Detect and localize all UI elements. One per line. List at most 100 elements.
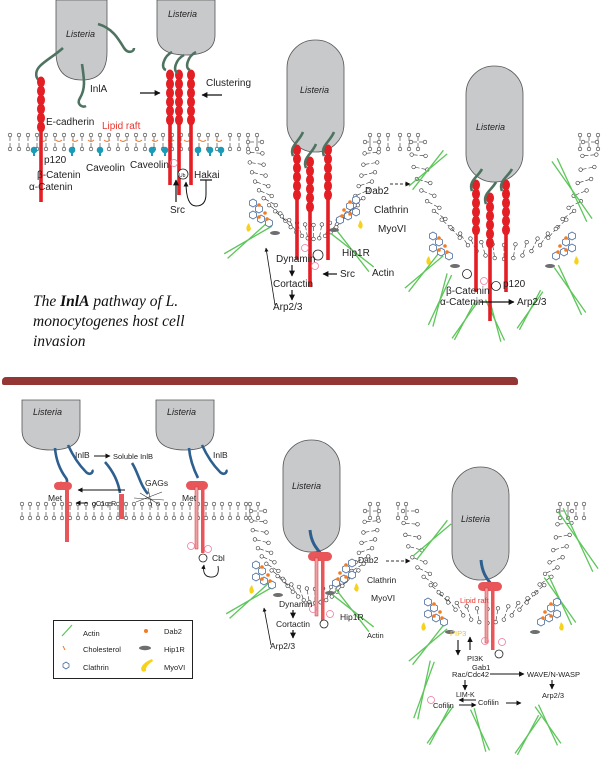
lipid-head [367,132,373,138]
lipid-tail [371,162,376,164]
e-cadherin-tail [504,230,508,292]
lipid-head [227,132,233,138]
lipid-head [578,167,583,172]
clathrin [249,198,257,208]
lipid-head [395,501,401,507]
lipid-tail [477,610,479,615]
lipid-head [79,146,85,152]
actin-filament [557,264,583,316]
e-cadherin-domain [306,192,314,204]
lipid-head [88,132,94,138]
phospho-cofilin-label: Cofilin [433,701,454,710]
e-cadherin-1 [37,76,45,202]
lipid-head [296,584,302,590]
lipid-head [369,546,375,551]
lipid-tail [369,172,374,174]
phospholipid [400,508,420,514]
clathrin [429,243,437,253]
lipid-tail [363,541,368,543]
lipid-tail [308,596,310,601]
lipid-head [594,139,600,145]
lipid-tail [524,243,527,248]
lipid-head [517,607,522,612]
phospho-marker [498,638,506,646]
phospholipid [356,179,375,189]
e-cadherin-tail [326,195,330,260]
phospholipid [67,501,73,521]
lipid-tail [270,206,275,210]
lipid-head [406,544,411,549]
dab2 [432,614,436,618]
lipid-tail [575,193,580,196]
lipid-tail [534,590,539,594]
lipid-head [16,146,22,152]
lipid-head [406,146,412,152]
e-cadherin-tail [39,127,43,202]
e-cadherin-domain [324,144,332,156]
lipid-head [243,501,249,507]
lipid-head [97,132,103,138]
lipid-raft-label: Lipid raft [460,596,490,605]
phospholipid [255,501,261,521]
e-cadherin-tail [308,207,312,287]
met-receptor-head [54,482,72,490]
e-cadherin-domain [175,105,183,117]
pi3k-label: PI3K [467,654,483,663]
phospholipid [408,139,428,145]
lipid-head [16,132,22,138]
lipid-tail [356,193,361,196]
gags-label: GAGs [145,478,168,488]
phospholipid [203,501,209,521]
phospholipid [259,554,277,565]
lipid-head [79,132,85,138]
e-cadherin-domain [324,162,332,174]
lipid-tail [319,232,321,237]
lipid-head [51,515,57,521]
lipid-head [369,179,375,184]
lipid-head [535,236,540,241]
ubiquitin-marker [462,269,472,279]
phospholipid [133,132,139,152]
inla-protein [499,168,514,192]
phospholipid [359,170,378,178]
phospholipid [19,501,25,521]
lipid-tail [415,167,420,169]
lipid-tail [301,594,304,599]
lipid-head [423,560,428,565]
lipid-head [245,139,251,145]
lipid-head [397,146,403,152]
lipid-head [123,501,129,507]
lipid-tail [286,222,290,226]
phospho-marker [301,244,309,252]
lipid-tail [443,597,448,602]
lipid-head [179,515,185,521]
arp23-arrow [264,247,276,306]
lipid-tail [369,539,374,542]
lipid-head [432,193,437,198]
lipid-head [61,146,67,152]
lipid-head [99,515,105,521]
lipid-head [324,598,329,603]
phospholipid [566,199,584,210]
met-receptor [314,557,319,617]
lipid-head [557,501,563,507]
clathrin [562,237,570,247]
lipid-tail [254,530,259,532]
lipid-head [586,132,592,138]
phospholipid [553,532,572,540]
inla-protein [469,168,484,192]
lipid-tail [557,536,562,538]
lipid-head [203,501,209,507]
lipid-head [266,540,271,545]
cholesterol [119,139,127,142]
listeria-label: Listeria [292,481,321,491]
lipid-head [227,501,233,507]
lipid-head [245,132,251,138]
inlb-label-2: InlB [213,450,228,460]
e-cadherin-domain [166,105,174,117]
lipid-tail [353,567,357,571]
lipid-tail [556,557,561,560]
lipid-tail [362,556,367,560]
dab2 [432,602,436,606]
lipid-tail [267,564,272,568]
